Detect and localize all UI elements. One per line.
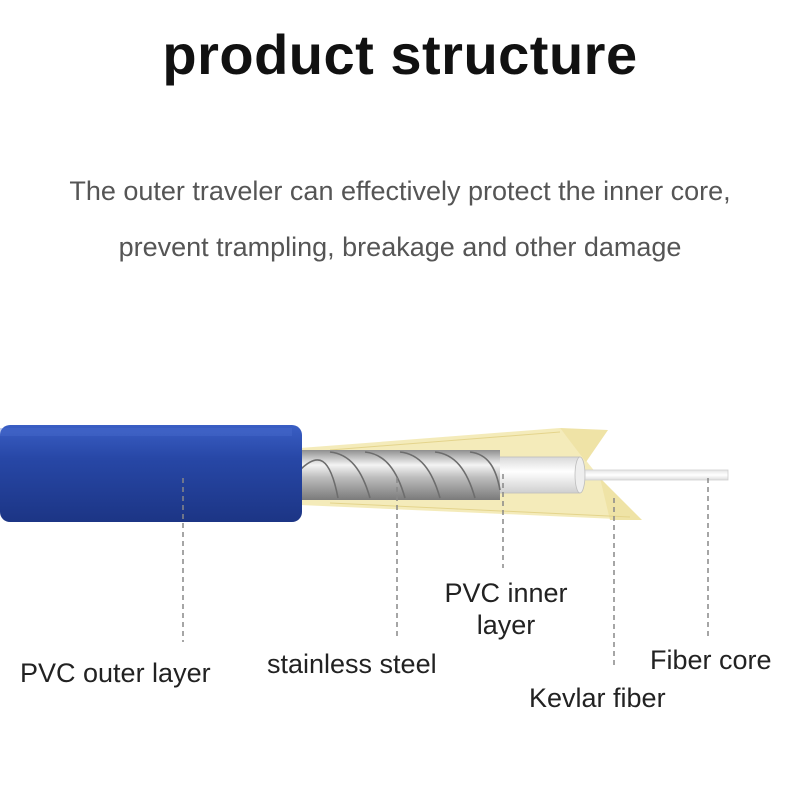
page-title: product structure	[162, 23, 638, 86]
label-kevlar-fiber: Kevlar fiber	[529, 683, 666, 713]
description-line-2: prevent trampling, breakage and other da…	[118, 232, 682, 262]
description-line-1: The outer traveler can effectively prote…	[69, 176, 731, 206]
label-pvc-outer-layer: PVC outer layer	[20, 658, 211, 688]
label-pvc-inner-layer-line2: layer	[476, 610, 536, 640]
label-pvc-inner-layer-line1: PVC inner	[444, 578, 568, 608]
leader-lines	[182, 474, 709, 665]
pvc-outer-layer-shape	[0, 425, 302, 522]
label-pvc-inner-layer: PVC inner layer	[438, 578, 574, 641]
stainless-steel-shape	[299, 450, 501, 500]
label-fiber-core: Fiber core	[650, 645, 772, 675]
label-stainless-steel: stainless steel	[267, 649, 437, 679]
